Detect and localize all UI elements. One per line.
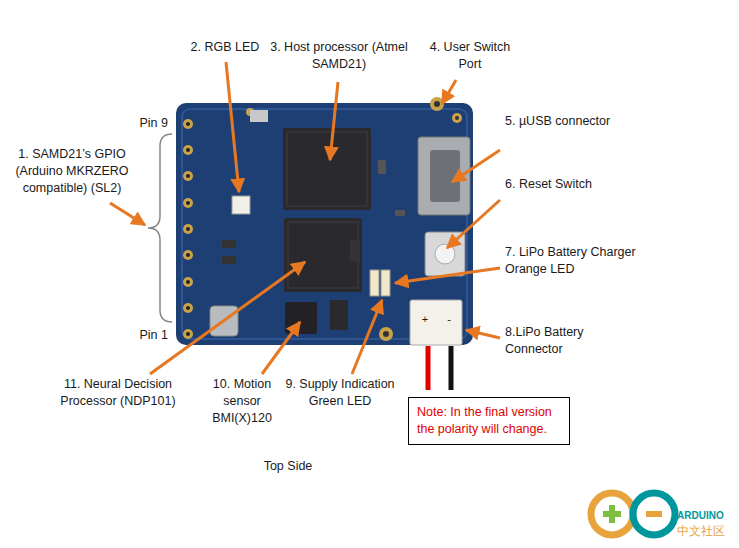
callout-label: 1. SAMD21’s GPIO (Arduino MKRZERO compat… — [2, 146, 142, 197]
label-text: 9. Supply Indication Green LED — [285, 377, 394, 408]
label-text: ARDUINO — [677, 510, 724, 521]
callout-label: 5. µUSB connector — [505, 113, 635, 130]
label-text: 6. Reset Switch — [505, 177, 592, 191]
supply-led — [381, 270, 390, 296]
label-text: Pin 9 — [140, 116, 169, 130]
label-text: 1. SAMD21’s GPIO (Arduino MKRZERO compat… — [15, 147, 128, 195]
callout-label: 8.LiPo Battery Connector — [505, 324, 635, 358]
arduino-logo — [591, 493, 675, 535]
label-text: + — [422, 313, 428, 325]
pin-label: Pin 9 — [128, 115, 168, 132]
label-text: Pin 1 — [140, 328, 169, 342]
rgb-led — [232, 196, 250, 214]
label-text: 10. Motion sensor BMI(X)120 — [212, 377, 272, 425]
label-text: 中文社区 — [677, 524, 725, 538]
battery-connector — [410, 300, 462, 345]
note-box: Note: In the final version the polarity … — [408, 397, 570, 445]
label-text: 3. Host processor (Atmel SAMD21) — [270, 40, 408, 71]
note-text: Note: In the final version the polarity … — [417, 404, 561, 438]
callout-label: 10. Motion sensor BMI(X)120 — [202, 376, 282, 427]
gpio-pads — [183, 119, 193, 339]
polarity-mark: - — [443, 311, 455, 328]
label-text: 7. LiPo Battery Charger Orange LED — [505, 245, 636, 276]
label-text: - — [447, 313, 451, 325]
callout-label: 3. Host processor (Atmel SAMD21) — [262, 39, 416, 73]
motion-sensor-chip — [285, 302, 317, 334]
gpio-brace — [148, 134, 172, 322]
callout-label: 2. RGB LED — [180, 39, 270, 56]
callout-label: 11. Neural Decision Processor (NDP101) — [46, 376, 190, 410]
leader-arrows — [110, 62, 500, 374]
host-processor-chip — [283, 128, 371, 210]
caption-label: Top Side — [238, 458, 338, 475]
logo-text: 中文社区 — [677, 523, 737, 540]
pin-label: Pin 1 — [128, 327, 168, 344]
label-text: 11. Neural Decision Processor (NDP101) — [60, 377, 175, 408]
callout-label: 6. Reset Switch — [505, 176, 635, 193]
polarity-mark: + — [419, 311, 431, 328]
label-text: 8.LiPo Battery Connector — [505, 325, 584, 356]
logo-text: ARDUINO — [677, 507, 737, 524]
callout-label: 7. LiPo Battery Charger Orange LED — [505, 244, 655, 278]
label-text: 2. RGB LED — [191, 40, 260, 54]
charger-led — [370, 270, 379, 296]
callout-label: 9. Supply Indication Green LED — [284, 376, 396, 410]
callout-label: 4. User Switch Port — [420, 39, 520, 73]
label-text: Top Side — [264, 459, 313, 473]
pcb — [176, 103, 473, 345]
ndp-chip — [284, 218, 362, 292]
label-text: 4. User Switch Port — [430, 40, 511, 71]
label-text: 5. µUSB connector — [505, 114, 610, 128]
